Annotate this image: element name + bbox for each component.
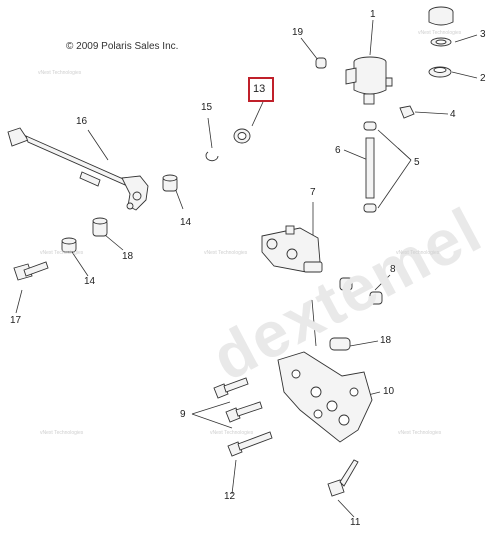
callout-2: 2: [480, 73, 486, 84]
reservoir-part: [345, 56, 393, 105]
callout-1: 1: [370, 9, 376, 20]
callout-9: 9: [180, 409, 186, 420]
callout-5: 5: [414, 157, 420, 168]
callout-18-left: 18: [122, 251, 134, 262]
callout-18-right: 18: [380, 335, 392, 346]
callout-19: 19: [292, 27, 304, 38]
callout-6: 6: [335, 145, 341, 156]
watermark-small: vNext Technologies: [38, 70, 82, 76]
master-cylinder-part: [261, 225, 323, 273]
callout-7: 7: [310, 187, 316, 198]
callout-14-upper: 14: [180, 217, 192, 228]
rod-linkage-part: [7, 127, 149, 211]
watermark-small: vNext Technologies: [40, 430, 84, 436]
callout-12: 12: [224, 491, 236, 502]
watermark-small: vNext Technologies: [40, 250, 84, 256]
watermark-small: vNext Technologies: [418, 30, 462, 36]
callout-15: 15: [201, 102, 213, 113]
watermark-small: vNext Technologies: [396, 250, 440, 256]
callout-4: 4: [450, 109, 456, 120]
copyright-notice: © 2009 Polaris Sales Inc.: [66, 41, 179, 52]
callout-17: 17: [10, 315, 22, 326]
callout-11: 11: [350, 517, 361, 528]
bracket-part: [277, 351, 373, 443]
callout-14-lower: 14: [84, 276, 96, 287]
callout-3: 3: [480, 29, 486, 40]
callout-8: 8: [390, 264, 396, 275]
callout-16: 16: [76, 116, 88, 127]
callout-13: 13: [253, 83, 266, 95]
watermark-small: vNext Technologies: [210, 430, 254, 436]
highlight-box: [248, 77, 274, 102]
callout-10: 10: [383, 386, 395, 397]
watermark-small: vNext Technologies: [204, 250, 248, 256]
watermark-small: vNext Technologies: [398, 430, 442, 436]
